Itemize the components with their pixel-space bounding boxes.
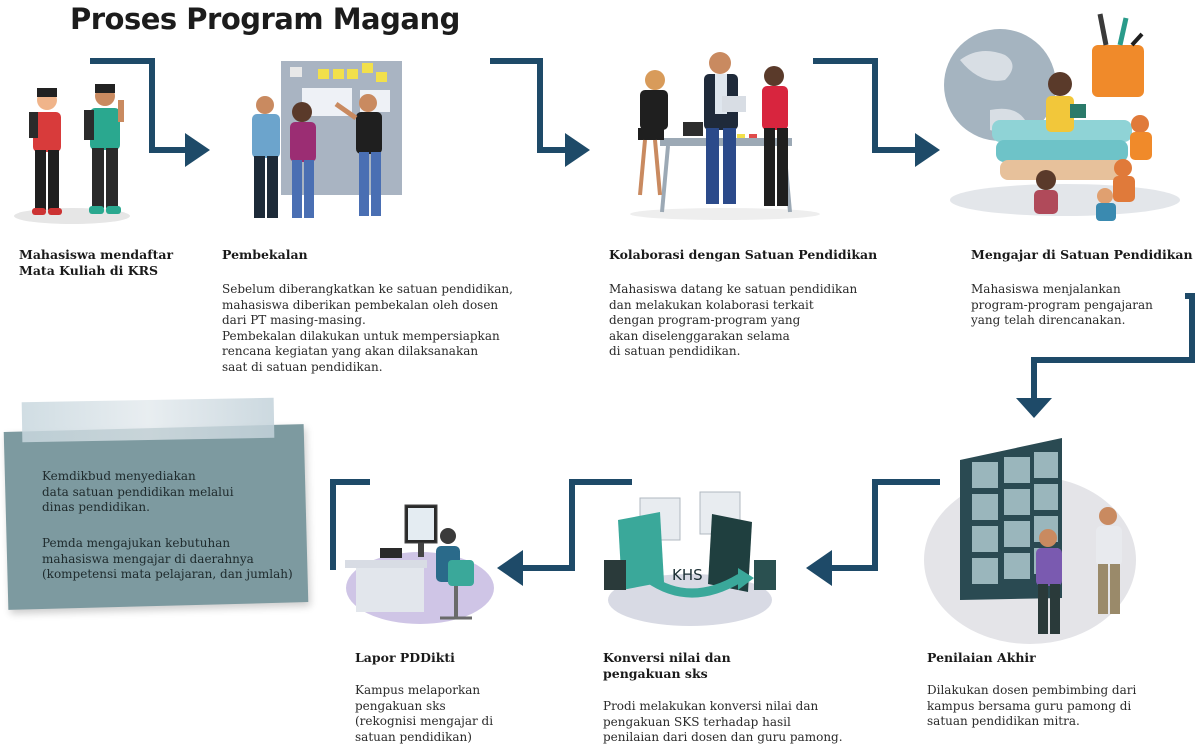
arrowhead-3 [915,133,940,167]
connector-5-6 [832,479,940,571]
connector-2-3 [490,58,565,153]
step-5-title: Penilaian Akhir [927,650,1036,665]
step-1-title: Mahasiswa mendaftar Mata Kuliah di KRS [19,247,174,278]
step-7-title: Lapor PDDikti [355,650,455,665]
connector-3-4 [813,58,915,153]
connector-7-left [330,479,370,570]
note-paragraph-2: Pemda mengajukan kebutuhan mahasiswa men… [42,536,293,581]
students-illustration [14,84,130,224]
step-4-desc: Mahasiswa menjalankan program-program pe… [971,282,1153,327]
step-6-title: Konversi nilai dan pengakuan sks [603,650,731,681]
step-4-title: Mengajar di Satuan Pendidikan [971,247,1193,262]
collaboration-illustration [630,52,820,220]
step-3-title: Kolaborasi dengan Satuan Pendidikan [609,247,878,262]
connector-1-2 [90,58,185,153]
arrowhead-1 [185,133,210,167]
note-tape [21,397,275,443]
step-2-desc: Sebelum diberangkatkan ke satuan pendidi… [222,282,513,374]
connector-6-7 [523,479,632,571]
step-2-title: Pembekalan [222,247,308,262]
step-6-desc: Prodi melakukan konversi nilai dan penga… [603,699,843,744]
arrowhead-4 [1016,398,1052,418]
assessment-illustration [924,438,1136,644]
arrowhead-6 [497,550,523,586]
step-3-desc: Mahasiswa datang ke satuan pendidikan da… [609,282,858,358]
arrowhead-2 [565,133,590,167]
connector-4-5 [1031,293,1195,398]
step-5-desc: Dilakukan dosen pembimbing dari kampus b… [927,683,1137,728]
briefing-illustration [252,61,402,218]
step-7-desc: Kampus melaporkan pengakuan sks (rekogni… [355,683,494,744]
report-illustration [345,504,494,624]
khs-illustration [604,491,776,626]
note-paragraph-1: Kemdikbud menyediakan data satuan pendid… [42,469,234,514]
page-title: Proses Program Magang [70,2,460,36]
teaching-illustration [944,13,1180,221]
khs-label: KHS [672,566,703,584]
arrowhead-5 [806,550,832,586]
